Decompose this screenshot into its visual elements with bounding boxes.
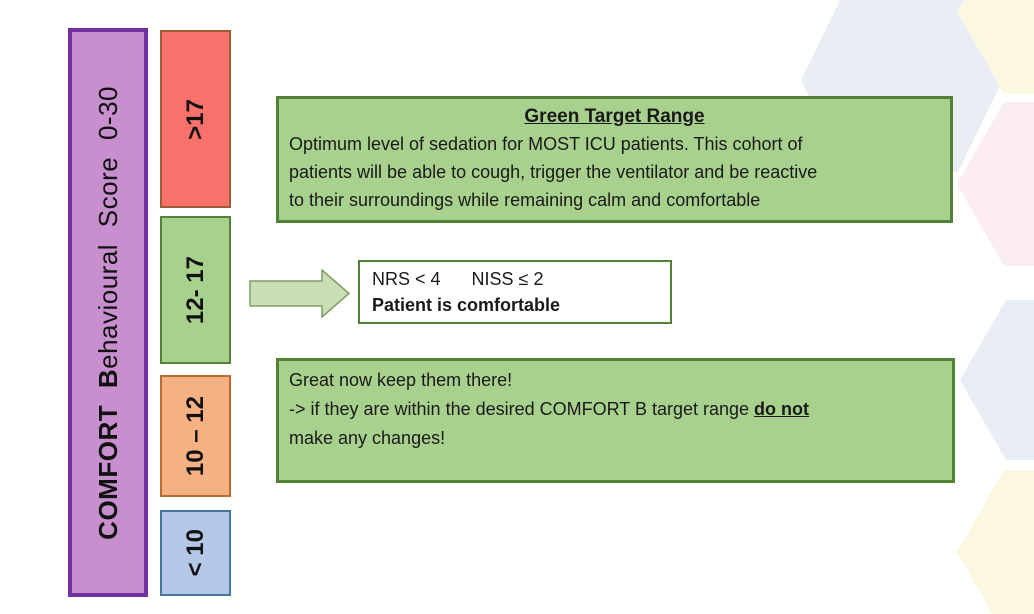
niss-score: NISS ≤ 2 — [471, 269, 544, 289]
advice-line-2: -> if they are within the desired COMFOR… — [289, 399, 810, 419]
range-label: 12- 17 — [181, 255, 209, 325]
advice-box: Great now keep them there! -> if they ar… — [276, 358, 955, 483]
range-box-10-12: 10 – 12 — [160, 375, 231, 497]
right-arrow-icon — [249, 268, 351, 319]
nrs-score: NRS < 4 — [372, 269, 441, 289]
advice-line-1: Great now keep them there! — [289, 370, 513, 390]
green-target-range-body-line: Optimum level of sedation for MOST ICU p… — [289, 134, 803, 154]
green-target-range-box: Green Target Range Optimum level of seda… — [276, 96, 953, 223]
comfort-scale-bar: COMFORT Behavioural Score 0-30 — [68, 28, 148, 597]
hexagon-pink-right — [957, 102, 1034, 266]
scale-title-rest: ehavioural Score 0-30 — [92, 85, 123, 369]
patient-status: Patient is comfortable — [372, 295, 561, 315]
hexagon-yellow-bottomright — [957, 470, 1034, 614]
scale-title: COMFORT Behavioural Score 0-30 — [93, 86, 124, 540]
range-box-12-17: 12- 17 — [160, 216, 231, 364]
green-target-range-body-line: to their surroundings while remaining ca… — [289, 190, 761, 210]
hexagon-blue-right — [960, 300, 1034, 460]
range-label: >17 — [181, 98, 209, 140]
range-label: < 10 — [181, 529, 209, 577]
range-box-above-17: >17 — [160, 30, 231, 208]
assessment-scores: NRS < 4 NISS ≤ 2 — [372, 266, 658, 292]
range-box-below-10: < 10 — [160, 510, 231, 596]
do-not-emphasis: do not — [754, 399, 810, 419]
green-target-range-title: Green Target Range — [524, 106, 705, 127]
advice-line-3: make any changes! — [289, 428, 446, 448]
green-target-range-body-line: patients will be able to cough, trigger … — [289, 162, 818, 182]
hexagon-yellow-topright — [957, 0, 1034, 94]
range-label: 10 – 12 — [181, 395, 209, 477]
scale-title-bold: COMFORT B — [92, 368, 123, 540]
assessment-box: NRS < 4 NISS ≤ 2 Patient is comfortable — [358, 260, 672, 324]
